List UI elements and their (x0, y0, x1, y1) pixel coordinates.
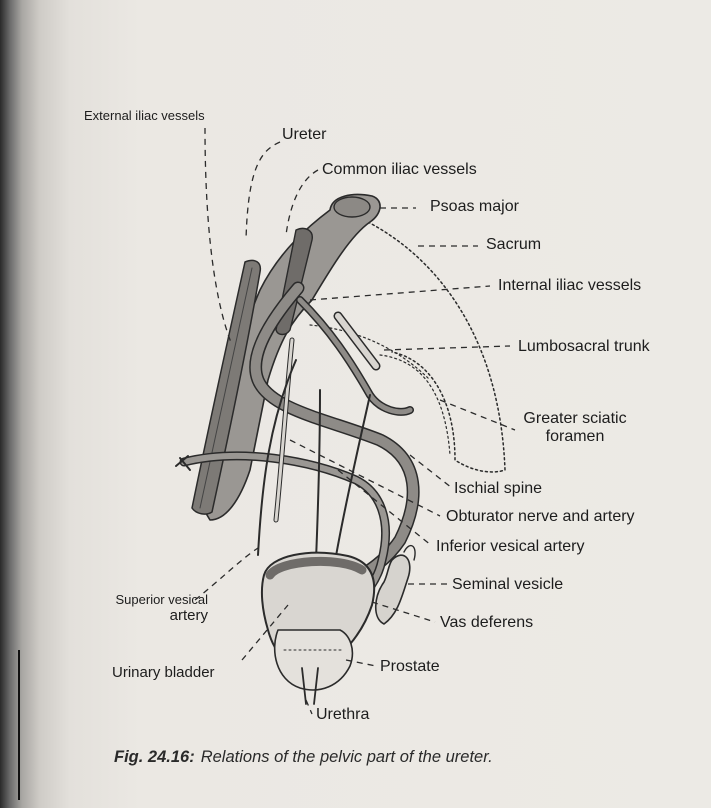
label-inferior-vesical-artery: Inferior vesical artery (436, 538, 585, 556)
psoas-major-top (334, 197, 370, 217)
label-superior-vesical-line2: artery (78, 608, 208, 624)
label-external-iliac-vessels: External iliac vessels (84, 108, 205, 124)
leader-lumbosacral (384, 346, 510, 350)
label-vas-deferens: Vas deferens (440, 614, 533, 632)
label-obturator-nerve-artery: Obturator nerve and artery (446, 508, 635, 526)
leader-external-iliac (205, 128, 232, 345)
label-ureter: Ureter (282, 126, 326, 144)
label-superior-vesical-line1: Superior vesical (78, 592, 208, 608)
leader-ureter (246, 142, 280, 240)
label-urethra: Urethra (316, 706, 369, 724)
label-seminal-vesicle: Seminal vesicle (452, 576, 563, 594)
label-urinary-bladder: Urinary bladder (112, 664, 215, 682)
leader-internal-iliac (310, 286, 490, 300)
label-superior-vesical-artery: Superior vesical artery (78, 592, 208, 624)
figure-number: Fig. 24.16: (114, 748, 195, 766)
label-psoas-major: Psoas major (430, 198, 519, 216)
label-prostate: Prostate (380, 658, 440, 676)
label-internal-iliac-vessels: Internal iliac vessels (498, 277, 641, 295)
label-greater-sciatic-line2: foramen (520, 428, 630, 446)
prostate (275, 630, 353, 690)
label-sacrum: Sacrum (486, 236, 541, 254)
figure-caption-text: Relations of the pelvic part of the uret… (201, 748, 493, 766)
label-greater-sciatic-line1: Greater sciatic (520, 410, 630, 428)
label-greater-sciatic-foramen: Greater sciatic foramen (520, 410, 630, 446)
leader-urethra (306, 700, 312, 714)
figure-caption: Fig. 24.16: Relations of the pelvic part … (114, 748, 493, 767)
label-ischial-spine: Ischial spine (454, 480, 542, 498)
label-common-iliac-vessels: Common iliac vessels (322, 161, 477, 179)
leader-greater-sciatic (440, 400, 515, 430)
label-lumbosacral-trunk: Lumbosacral trunk (518, 338, 650, 356)
